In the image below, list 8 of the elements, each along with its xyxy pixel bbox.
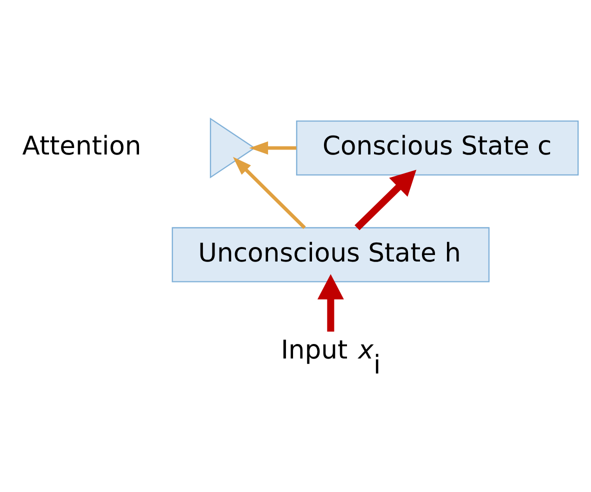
node-box: Unconscious State h <box>172 226 490 282</box>
arrow <box>317 274 344 332</box>
label: Attention <box>22 131 142 162</box>
node-triangle <box>210 117 256 178</box>
node-box: Conscious State c <box>296 120 579 176</box>
arrow <box>354 169 416 230</box>
arrow <box>249 140 296 154</box>
arrow <box>232 156 306 228</box>
